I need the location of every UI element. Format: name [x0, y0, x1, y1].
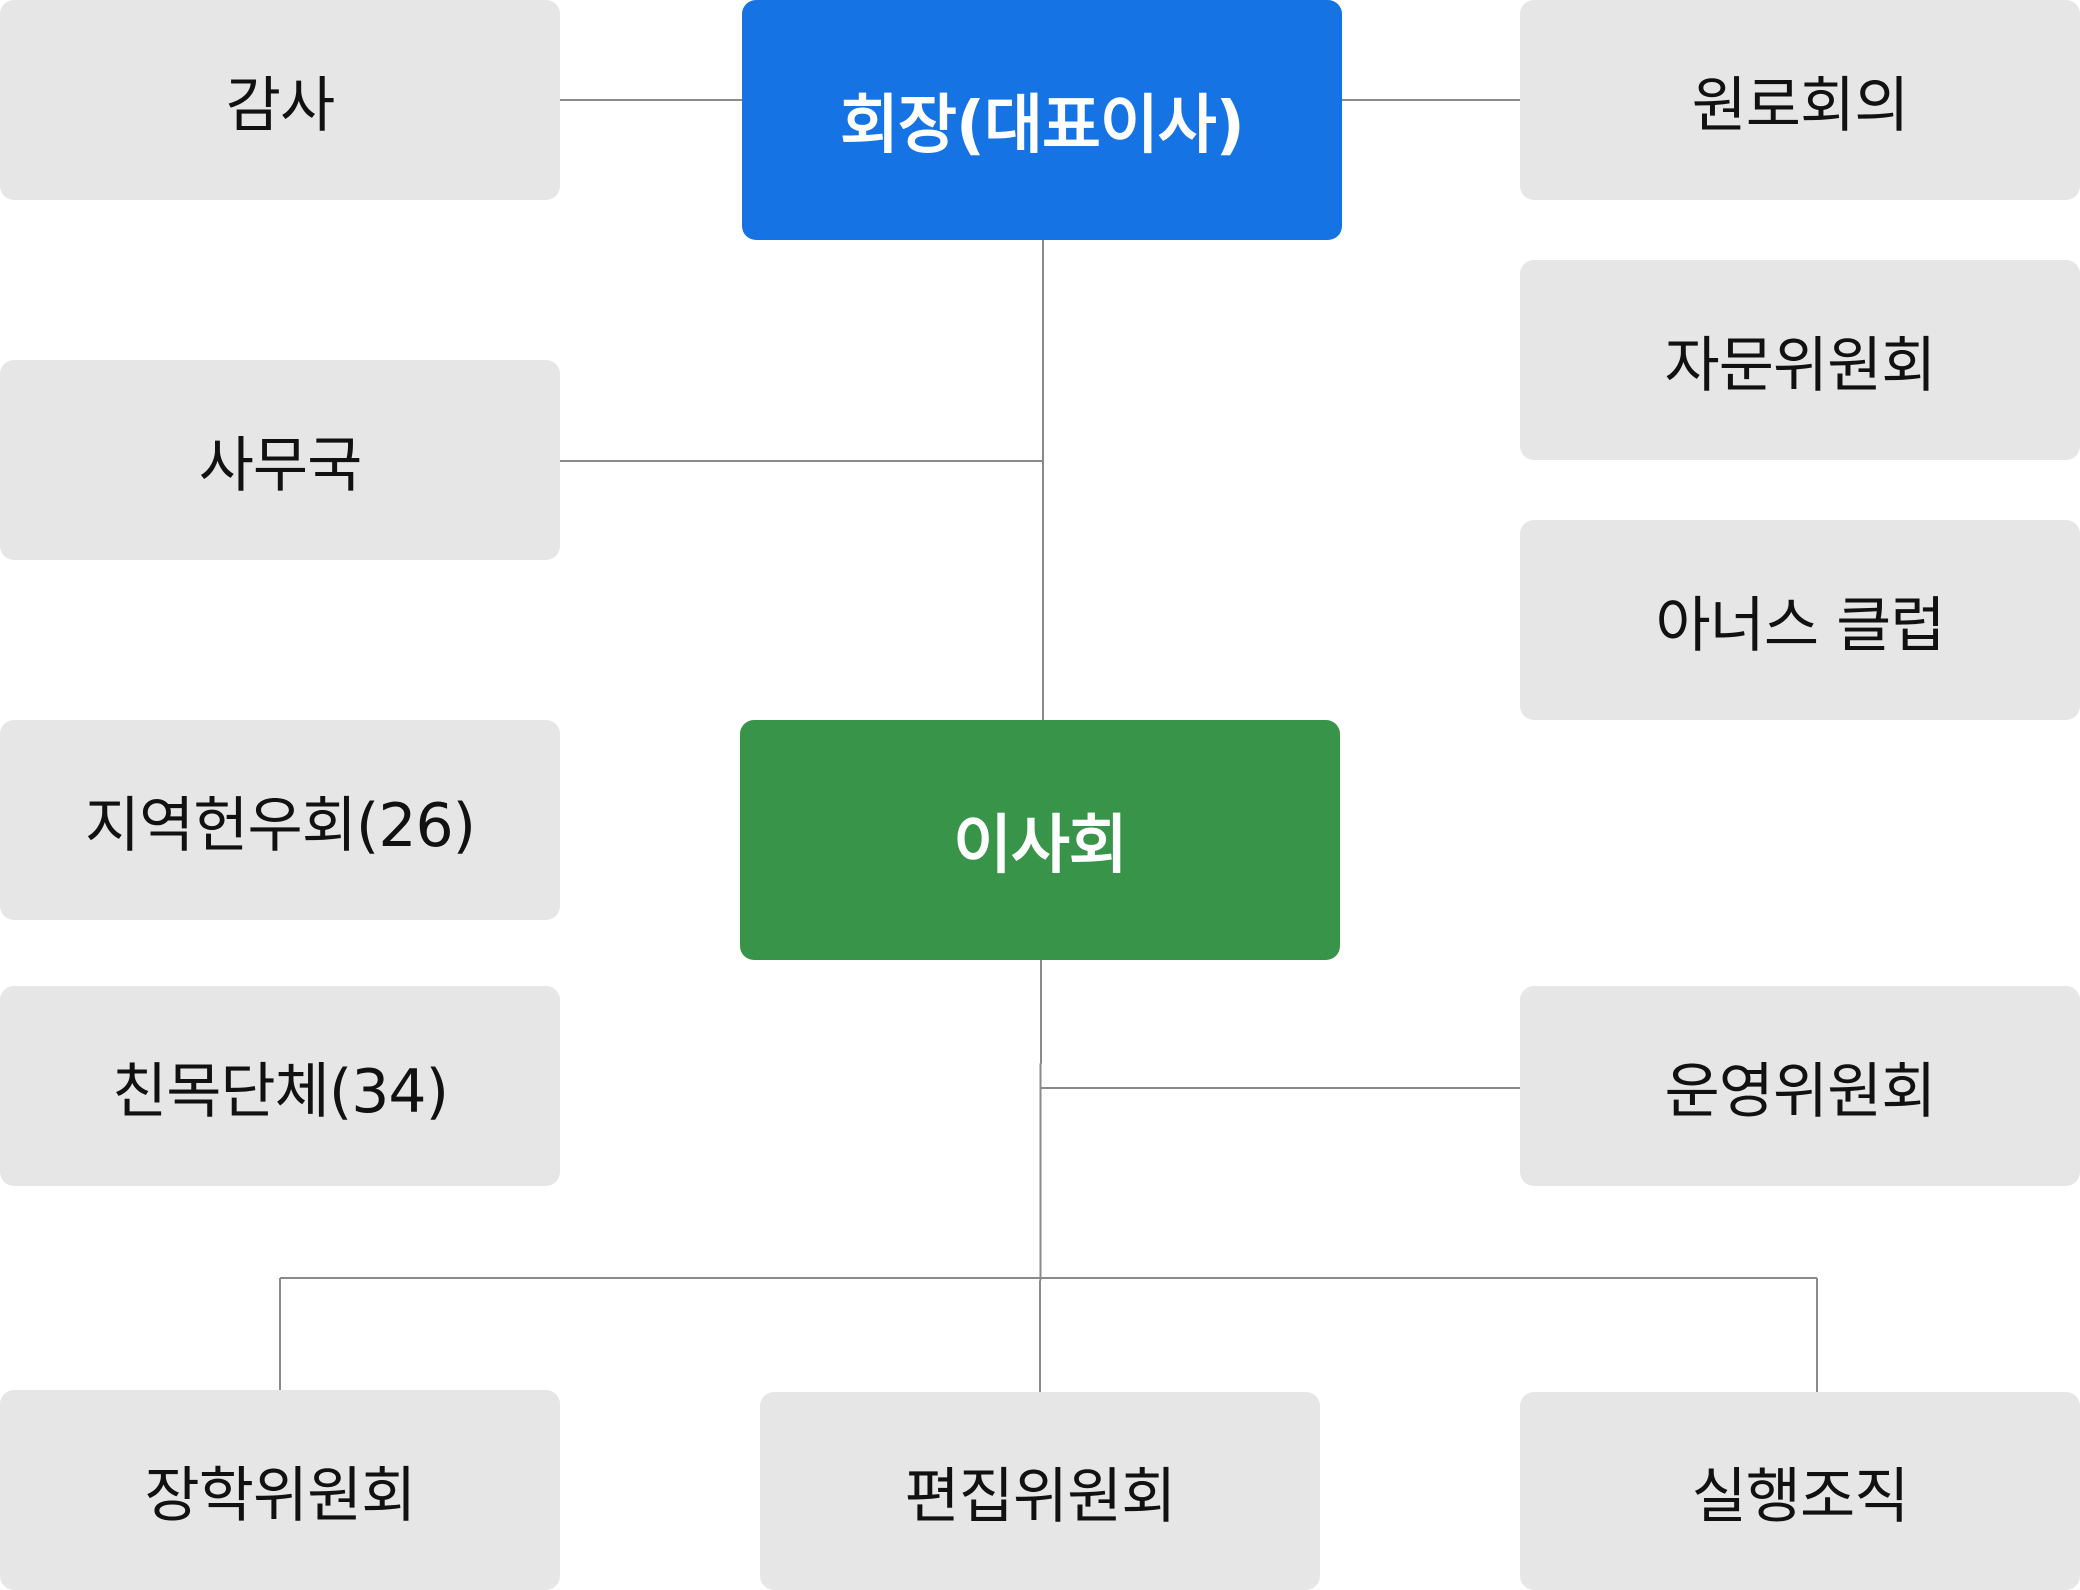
elders-council-label: 원로회의 — [1691, 70, 1910, 141]
operations-committee-node: 운영위원회 — [1520, 986, 2080, 1186]
secretariat-node: 사무국 — [0, 360, 560, 560]
honors-club-node: 아너스 클럽 — [1520, 520, 2080, 720]
editorial-committee-node: 편집위원회 — [760, 1392, 1320, 1590]
scholarship-committee-label: 장학위원회 — [144, 1460, 417, 1531]
president-node: 회장(대표이사) — [742, 0, 1342, 240]
advisory-committee-label: 자문위원회 — [1664, 330, 1937, 401]
board-label: 이사회 — [953, 809, 1128, 883]
operations-committee-label: 운영위원회 — [1664, 1056, 1937, 1127]
editorial-committee-label: 편집위원회 — [904, 1461, 1177, 1532]
audit-node: 감사 — [0, 0, 560, 200]
advisory-committee-node: 자문위원회 — [1520, 260, 2080, 460]
president-label: 회장(대표이사) — [840, 89, 1245, 163]
friendship-groups-label: 친목단체(34) — [112, 1056, 449, 1127]
elders-council-node: 원로회의 — [1520, 0, 2080, 200]
board-node: 이사회 — [740, 720, 1340, 960]
regional-associations-node: 지역헌우회(26) — [0, 720, 560, 920]
executive-organization-label: 실행조직 — [1691, 1461, 1910, 1532]
scholarship-committee-node: 장학위원회 — [0, 1390, 560, 1590]
secretariat-label: 사무국 — [198, 430, 363, 501]
regional-associations-label: 지역헌우회(26) — [84, 790, 476, 861]
friendship-groups-node: 친목단체(34) — [0, 986, 560, 1186]
honors-club-label: 아너스 클럽 — [1655, 590, 1945, 661]
audit-label: 감사 — [225, 70, 335, 141]
connector-board-trunk — [1039, 959, 1042, 1393]
executive-organization-node: 실행조직 — [1520, 1392, 2080, 1590]
